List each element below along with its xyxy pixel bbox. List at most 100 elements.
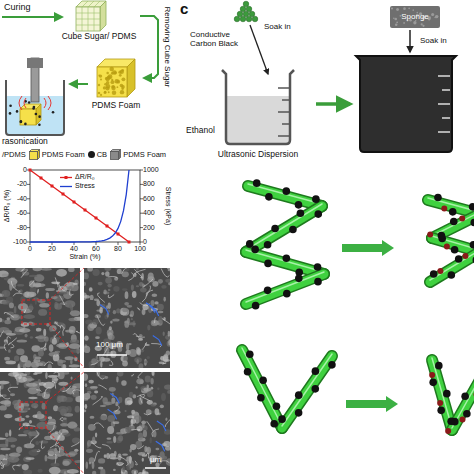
sem-images xyxy=(98,458,105,463)
sem-images xyxy=(113,436,116,443)
sem-images xyxy=(124,302,129,306)
sem-images xyxy=(68,268,75,272)
fiber-network xyxy=(242,350,282,428)
sem-images xyxy=(129,314,132,316)
sem-images xyxy=(64,397,73,402)
sem-images xyxy=(75,406,80,413)
sem-images xyxy=(0,460,3,468)
sugar-cube-node: Cube Sugar/ PDMS xyxy=(58,0,140,46)
stress-resistance-chart xyxy=(40,177,43,180)
sem-images xyxy=(143,387,151,391)
sem-images xyxy=(158,311,164,314)
sem-images xyxy=(27,387,38,394)
sponge-and-beaker xyxy=(438,75,450,77)
sem-images xyxy=(95,432,97,437)
sem-images xyxy=(84,346,90,353)
process-arrow xyxy=(140,16,158,78)
sem-images xyxy=(129,349,137,357)
sem-images xyxy=(29,303,33,310)
fiber-network xyxy=(445,428,451,434)
ethanol-beaker xyxy=(278,135,290,137)
sponge-node-picture xyxy=(350,6,460,156)
sem-images xyxy=(115,406,119,412)
sem-images xyxy=(145,467,166,469)
fiber-network xyxy=(246,206,322,252)
curing-arrow xyxy=(2,16,62,18)
fiber-network xyxy=(427,194,474,282)
beaker-node: EthanolUltrasonic Dispersion xyxy=(186,66,316,164)
ethanol-beaker xyxy=(222,70,294,144)
fiber-network xyxy=(246,240,254,248)
sem-images xyxy=(60,417,63,420)
sem-images xyxy=(0,265,174,474)
sem-images xyxy=(8,387,18,392)
sem-images xyxy=(138,452,146,456)
fiber-network xyxy=(271,225,279,233)
stress-resistance-chart xyxy=(27,184,30,185)
sem-images xyxy=(55,454,56,463)
fiber-network xyxy=(283,290,291,298)
stress-resistance-chart xyxy=(117,233,120,236)
sem-images xyxy=(131,284,134,290)
ethanol-beaker xyxy=(222,70,294,144)
sem-images xyxy=(84,393,90,400)
carbon-black-particles xyxy=(246,16,252,22)
sem-images xyxy=(136,359,139,364)
sem-images xyxy=(29,280,35,287)
fiber-network xyxy=(455,255,463,263)
ethanol-beaker xyxy=(278,87,290,89)
ultrasonication-beaker xyxy=(20,121,23,124)
sem-images xyxy=(37,289,39,293)
legend-icon xyxy=(111,150,121,160)
sem-images xyxy=(30,336,33,338)
stress-resistance-chart xyxy=(140,184,143,185)
stress-resistance-chart xyxy=(128,241,131,244)
fiber-network xyxy=(248,186,322,206)
ultrasonication-beaker xyxy=(16,110,19,113)
sem-images xyxy=(122,466,125,472)
sem-images xyxy=(2,290,11,297)
fiber-network xyxy=(312,367,320,375)
sem-images xyxy=(23,314,35,319)
sem-images xyxy=(102,444,110,449)
sem-images xyxy=(18,303,28,310)
sem-images xyxy=(138,397,142,405)
sem-images xyxy=(84,314,89,318)
sem-images xyxy=(16,447,22,454)
sem-images xyxy=(112,318,119,321)
sem-images xyxy=(122,288,128,291)
foam-node: PDMS Foam xyxy=(88,58,144,114)
sem-images xyxy=(165,418,167,421)
sponge-and-beaker xyxy=(422,25,424,27)
fiber-network xyxy=(248,186,322,206)
tick-label: 600 xyxy=(143,195,155,203)
sem-images xyxy=(24,444,27,448)
scale-label: 100 μm xyxy=(96,340,123,349)
node-text: Cube Sugar/ PDMS xyxy=(62,32,137,42)
sem-images xyxy=(71,442,79,447)
pdms-foam-cube xyxy=(104,91,106,93)
sem-images xyxy=(108,303,111,309)
sem-images xyxy=(37,469,42,473)
sem-images xyxy=(4,414,12,418)
sponge-and-beaker xyxy=(431,13,434,16)
sem-images xyxy=(144,279,153,287)
sem-images xyxy=(71,376,73,379)
sem-images xyxy=(87,324,94,331)
sem-images xyxy=(132,291,137,298)
fiber-network xyxy=(451,246,459,254)
fiber-network xyxy=(283,254,291,262)
sem-images xyxy=(100,405,106,407)
pdms-foam-cube xyxy=(120,70,124,74)
beaker-node-picture xyxy=(218,66,298,146)
node-text: Ethanol xyxy=(186,126,215,136)
sem-images xyxy=(45,288,55,291)
sem-images xyxy=(39,382,46,386)
pdms-foam-cube xyxy=(120,84,124,88)
tick-label: 0 xyxy=(28,245,32,253)
pdms-foam-cube xyxy=(104,91,107,94)
sem-images xyxy=(57,406,68,412)
sem-images xyxy=(153,431,157,438)
sem-images xyxy=(23,324,25,330)
sem-images xyxy=(84,336,88,341)
